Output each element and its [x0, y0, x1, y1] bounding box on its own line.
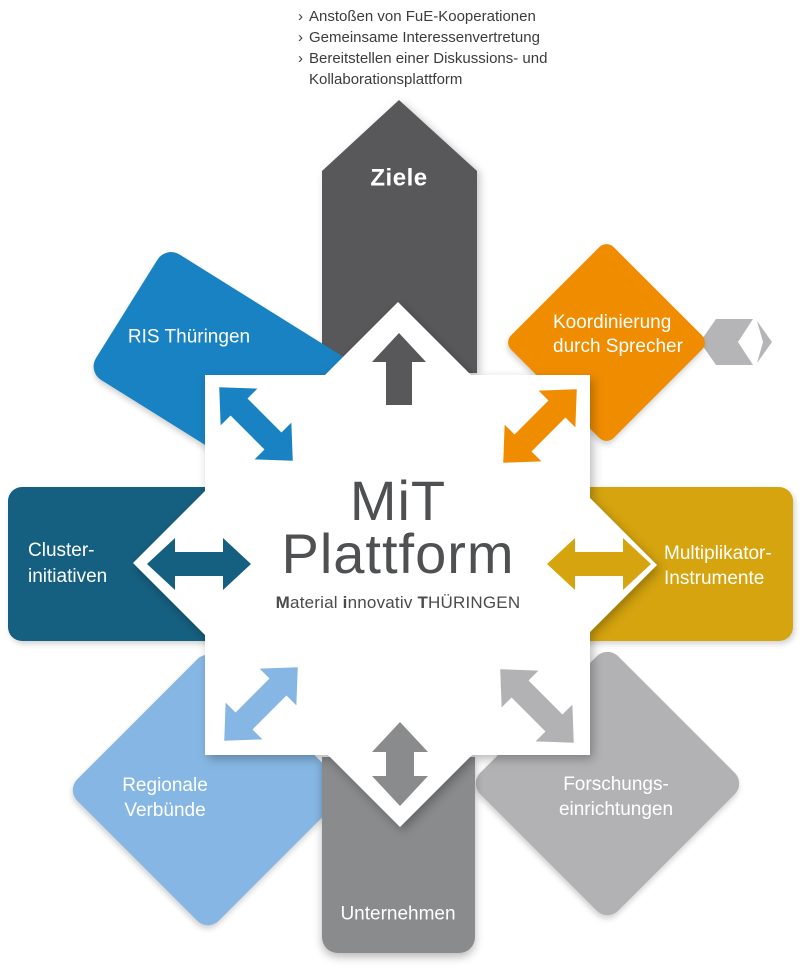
forschung-label-line1: Forschungs-: [563, 774, 669, 795]
chevron-bullet-icon: ›: [298, 50, 303, 67]
cluster-label: Cluster- initiativen: [28, 538, 107, 590]
bullet-item: › Gemeinsame Interessenvertretung: [298, 27, 593, 48]
regionale-label-line2: Verbünde: [124, 800, 206, 821]
cluster-label-line2: initiativen: [28, 566, 108, 587]
chevron-bullet-icon: ›: [298, 8, 303, 25]
multiplikator-label: Multiplikator- Instrumente: [664, 541, 772, 591]
regionale-label: Regionale Verbünde: [122, 773, 208, 823]
koordinierung-label-line2: durch Sprecher: [553, 336, 683, 357]
koordinierung-label: Koordinierung durch Sprecher: [553, 311, 683, 359]
bullet-text: Bereitstellen einer Diskussions- und Kol…: [309, 50, 548, 88]
unternehmen-label: Unternehmen: [340, 903, 456, 925]
regionale-diamond-shape: [66, 648, 350, 932]
multiplikator-label-line2: Instrumente: [664, 568, 765, 589]
ziele-label: Ziele: [370, 164, 428, 192]
forschung-label: Forschungs- einrichtungen: [559, 772, 673, 822]
cluster-label-line1: Cluster-: [28, 540, 95, 561]
multiplikator-label-line1: Multiplikator-: [664, 543, 772, 564]
node-ziele: [322, 100, 477, 373]
bullet-item: › Bereitstellen einer Diskussions- und K…: [298, 48, 593, 90]
center-subtitle-segment: M: [275, 593, 291, 612]
forschung-label-line2: einrichtungen: [558, 799, 674, 820]
chevron-bullet-icon: ›: [298, 29, 303, 46]
center-subtitle-segment: nnovativ: [347, 593, 418, 612]
center-subtitle-segment: HÜRINGEN: [428, 593, 521, 612]
center-subtitle-segment: T: [417, 593, 429, 612]
center-title-line2: Plattform: [281, 522, 515, 585]
bullet-item: › Anstoßen von FuE-Kooperationen: [298, 6, 593, 27]
ribbon-chevron-tip-icon: [757, 321, 772, 363]
center-subtitle-segment: aterial: [290, 593, 343, 612]
regionale-label-line1: Regionale: [122, 775, 208, 796]
bullet-text: Anstoßen von FuE-Kooperationen: [309, 8, 536, 25]
goals-bullet-list: › Anstoßen von FuE-Kooperationen › Gemei…: [298, 6, 593, 90]
koordinierung-label-line1: Koordinierung: [553, 312, 672, 333]
bullet-text: Gemeinsame Interessenvertretung: [309, 29, 540, 46]
center-title-block: MiT Plattform Material innovativ THÜRING…: [276, 469, 521, 613]
center-subtitle: Material innovativ THÜRINGEN: [276, 593, 521, 613]
ribbon-chevron-icon: [700, 319, 753, 365]
ziele-pentagon-shape: [322, 100, 477, 373]
ris-label: RIS Thüringen: [127, 326, 251, 348]
center-title-line1: MiT: [349, 469, 447, 532]
